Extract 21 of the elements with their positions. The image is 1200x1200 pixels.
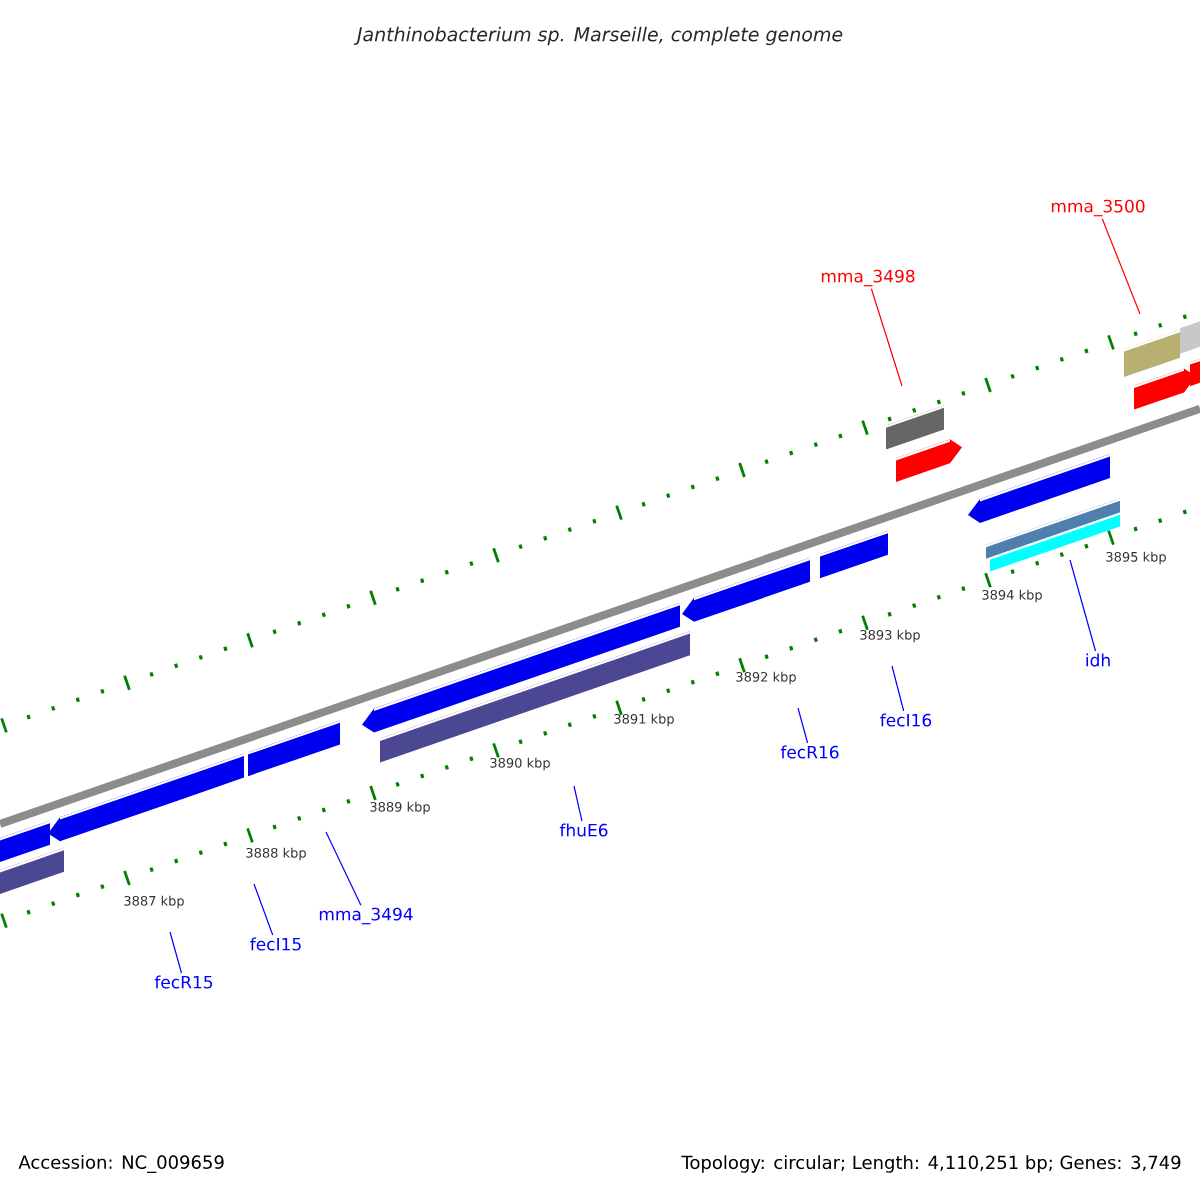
leader-line (325, 831, 362, 906)
leader-line (573, 785, 583, 822)
genome-info-text: Topology: circular; Length: 4,110,251 bp; Genes: 3,749 (681, 1155, 1181, 1173)
title: Janthinobacterium sp. Marseille, complete genome (353, 26, 843, 46)
leader-line (1101, 218, 1141, 315)
leader-line (891, 665, 905, 712)
leader-line (870, 288, 903, 387)
gene-label: fecI16 (880, 713, 932, 727)
leader-line (253, 883, 274, 936)
leader-line (1069, 559, 1097, 652)
gene-label: fecR15 (154, 975, 213, 989)
gene-label: mma_3494 (319, 907, 413, 925)
gene-label: fecI15 (250, 937, 301, 951)
gene-label: mma_3500 (1051, 199, 1145, 217)
gene-label: mma_3498 (821, 269, 915, 287)
gene-label: idh (1086, 653, 1110, 667)
accession-text: Accession: NC_009659 (18, 1155, 224, 1173)
gene-label: fhuE6 (559, 823, 608, 837)
leader-line (797, 707, 809, 744)
leader-line (169, 931, 183, 974)
gene-label: fecR16 (780, 745, 839, 759)
